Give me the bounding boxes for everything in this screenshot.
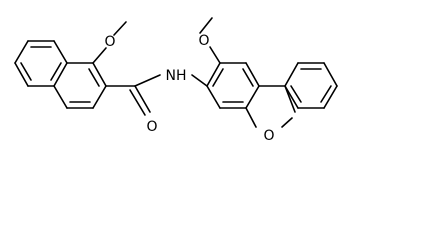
- furan-oxygen-label: O: [263, 128, 274, 144]
- dibenzofuran-furan-ring: O: [245, 85, 296, 144]
- naphthalene-ring-a: [14, 40, 68, 87]
- dibenzofuran-ring-1: [206, 62, 260, 109]
- naphthalene-ring-b: [53, 62, 107, 109]
- methoxy-group-right: O: [198, 17, 221, 64]
- methoxy-oxygen-left-label: O: [104, 34, 115, 50]
- dibenzofuran-ring-3: [284, 62, 338, 109]
- carbonyl-oxygen-label: O: [146, 119, 157, 135]
- chemical-structure: O O NH O O: [14, 17, 338, 144]
- amide-linker: O NH: [105, 68, 208, 135]
- methoxy-group-left: O: [92, 21, 127, 64]
- methoxy-oxygen-right-label: O: [198, 33, 209, 49]
- amide-nitrogen-label: NH: [166, 68, 187, 84]
